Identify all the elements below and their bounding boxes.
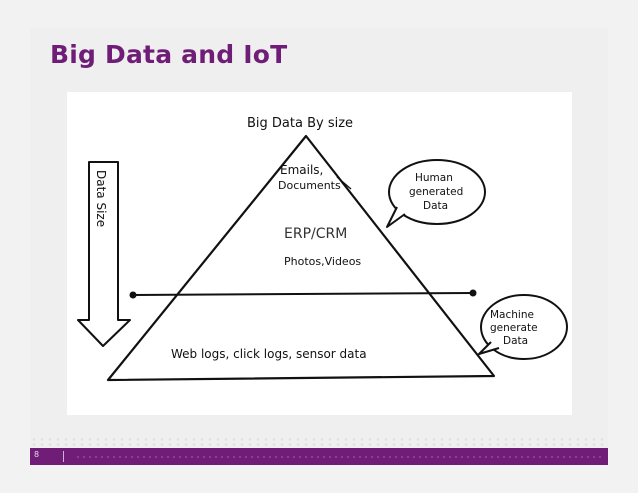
speech-bubble-human [388, 159, 486, 225]
diagram-image: Big Data By size Emails, Documents ERP/C… [67, 92, 572, 415]
divider-line [132, 292, 474, 296]
label-bottom-layer: Web logs, click logs, sensor data [171, 347, 367, 361]
label-photos-videos: Photos,Videos [284, 255, 361, 268]
bubble-human-line-3: Data [423, 200, 448, 212]
bubble-machine-line-3: Data [503, 335, 528, 347]
divider-dot-left [129, 291, 137, 299]
callout-line-top [336, 176, 352, 190]
footer-dots [75, 455, 605, 459]
bubble-tail-human [386, 206, 406, 228]
bubble-human-line-1: Human [415, 172, 453, 184]
label-documents: Documents [278, 179, 341, 192]
diagram-heading: Big Data By size [247, 116, 353, 131]
page-number: 8 [34, 450, 40, 459]
bubble-machine-line-2: generate [490, 322, 538, 334]
pyramid-outline [106, 134, 496, 382]
decorative-dots [30, 437, 608, 447]
data-size-arrow-icon [77, 161, 131, 347]
bubble-human-line-2: generated [409, 186, 463, 198]
label-emails: Emails, [280, 163, 323, 177]
slide-title: Big Data and IoT [50, 40, 288, 69]
pyramid-diagram: Big Data By size Emails, Documents ERP/C… [77, 116, 568, 382]
arrow-label: Data Size [94, 170, 108, 227]
footer-separator [63, 451, 64, 462]
bubble-tail-machine [478, 341, 500, 355]
label-erp-crm: ERP/CRM [284, 226, 347, 242]
speech-bubble-machine [480, 294, 568, 360]
bubble-machine-line-1: Machine [490, 309, 534, 321]
divider-dot-right [469, 289, 477, 297]
